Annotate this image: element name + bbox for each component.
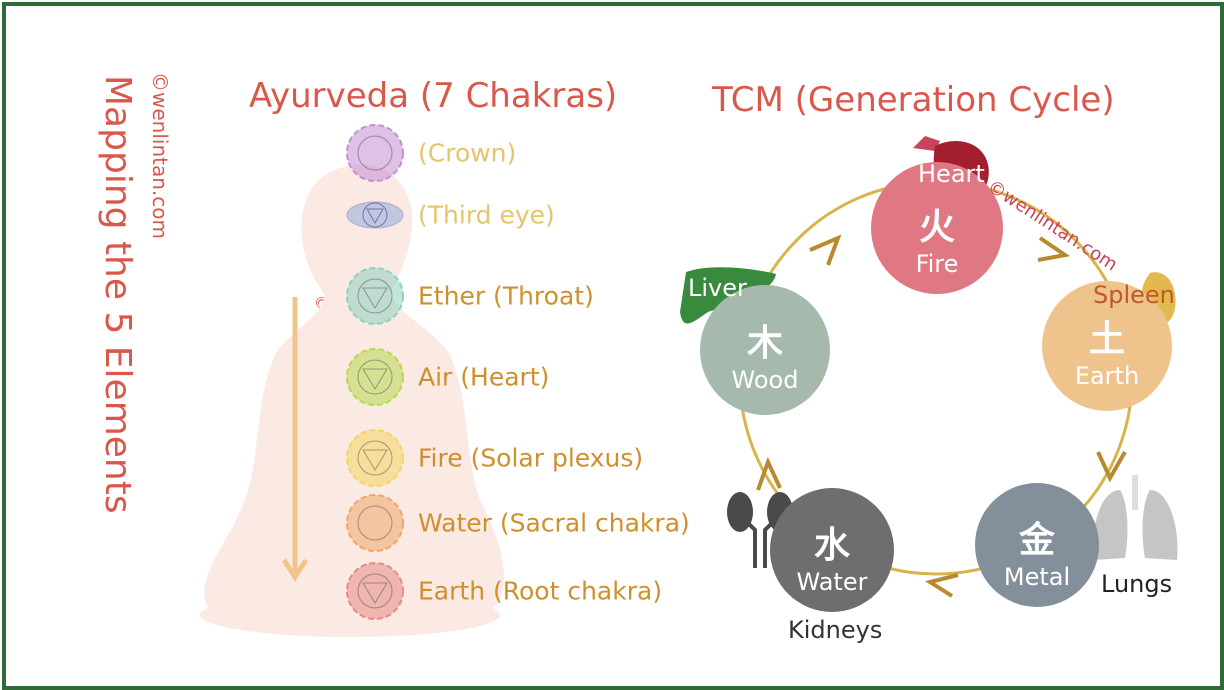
chakra-label: Water (Sacral chakra)	[418, 508, 690, 538]
element-fire: 火 Fire	[871, 162, 1003, 294]
element-character: 水	[813, 523, 850, 566]
chakra-label: Ether (Throat)	[418, 281, 594, 311]
element-earth: 土 Earth	[1042, 281, 1172, 411]
arrow-metal-water-icon	[924, 573, 959, 598]
organ-label: Lungs	[1101, 570, 1173, 598]
organ-label: Kidneys	[788, 616, 883, 644]
organ-label: Spleen	[1093, 281, 1175, 309]
lungs-organ-icon	[1092, 475, 1178, 560]
element-character: 木	[746, 322, 783, 365]
chakra-symbol-icon	[346, 267, 404, 325]
chakra-symbol-icon	[346, 348, 404, 406]
element-wood: 木 Wood	[700, 285, 830, 415]
element-name: Earth	[1074, 362, 1140, 391]
arrow-water-wood-icon	[756, 456, 782, 491]
chakra-symbol-icon	[346, 494, 404, 552]
chakra-label: Air (Heart)	[418, 362, 550, 392]
element-name: Wood	[731, 366, 799, 395]
element-metal: 金 Metal	[975, 483, 1099, 607]
meditating-silhouette	[200, 164, 504, 637]
organ-label: Liver	[688, 274, 747, 302]
chakra-label: (Crown)	[418, 138, 517, 168]
ayurveda-title: Ayurveda (7 Chakras)	[249, 76, 618, 116]
element-name: Fire	[915, 250, 959, 279]
side-title: Mapping the 5 Elements	[97, 75, 138, 514]
element-character: 金	[1018, 518, 1055, 561]
chakra-symbol-icon	[346, 201, 404, 229]
chakra-label: Fire (Solar plexus)	[418, 443, 644, 473]
element-character: 土	[1088, 318, 1125, 361]
organ-label: Heart	[918, 160, 985, 188]
down-arrow-icon	[281, 297, 309, 582]
tcm-title: TCM (Generation Cycle)	[712, 80, 1115, 120]
chakra-symbol-icon	[346, 562, 404, 620]
arrow-earth-metal-icon	[1096, 451, 1127, 483]
chakra-symbol-icon	[346, 429, 404, 487]
element-character: 火	[918, 206, 955, 249]
chakra-symbol-icon	[346, 124, 404, 182]
arrow-wood-fire-icon	[809, 234, 842, 266]
chakra-label: (Third eye)	[418, 200, 555, 230]
arrow-fire-earth-icon	[1037, 236, 1071, 262]
element-name: Metal	[1003, 562, 1071, 591]
element-water: 水 Water	[770, 488, 894, 612]
chakra-label: Earth (Root chakra)	[418, 576, 663, 606]
element-name: Water	[796, 567, 868, 596]
